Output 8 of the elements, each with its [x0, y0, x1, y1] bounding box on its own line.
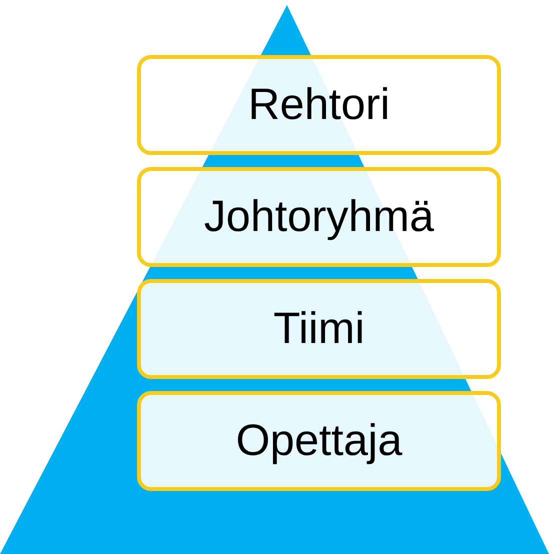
level-label: Johtoryhmä	[204, 195, 434, 239]
level-box	[137, 279, 501, 379]
level-box	[137, 167, 501, 267]
level-label: Opettaja	[236, 419, 402, 463]
level-label: Rehtori	[248, 83, 390, 127]
level-box	[137, 55, 501, 155]
level-box	[137, 391, 501, 491]
level-label: Tiimi	[273, 307, 365, 351]
